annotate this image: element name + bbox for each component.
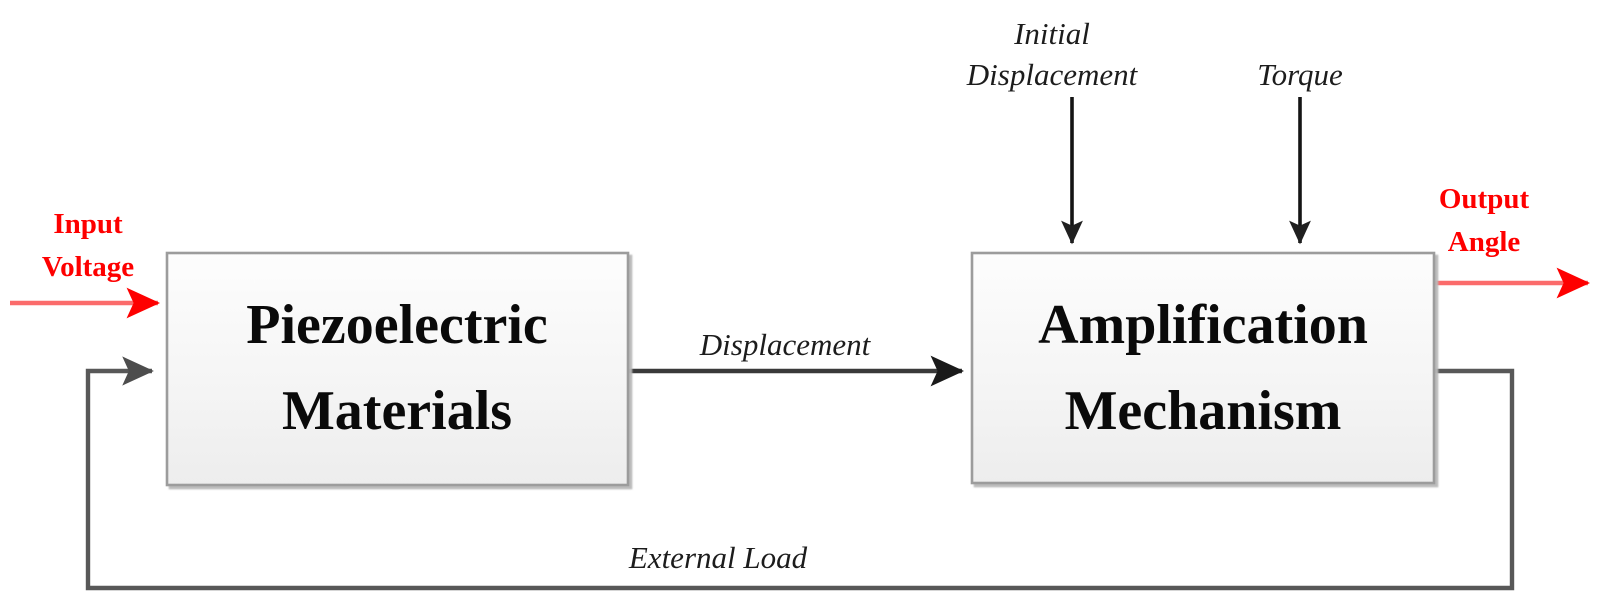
block-piezoelectric-materials[interactable]: Piezoelectric Materials [165, 251, 630, 487]
label-input-voltage-line2: Voltage [42, 251, 134, 283]
block-amplification-mechanism-rect[interactable] [970, 251, 1436, 485]
label-output-angle-line1: Output [1439, 183, 1530, 215]
label-torque: Torque [1257, 57, 1343, 92]
block-amplification-mechanism[interactable]: Amplification Mechanism [970, 251, 1436, 485]
feedback-path [85, 356, 1515, 591]
label-displacement: Displacement [699, 327, 872, 362]
label-input-voltage-line1: Input [53, 208, 123, 240]
block-amplification-mechanism-line1: Amplification [1038, 294, 1368, 356]
block-amplification-mechanism-line2: Mechanism [1065, 380, 1342, 442]
label-initial-displacement-line2: Displacement [966, 57, 1139, 92]
label-output-angle-line2: Angle [1448, 226, 1521, 258]
label-initial-displacement-line1: Initial [1013, 16, 1090, 51]
block-piezoelectric-materials-line2: Materials [282, 380, 512, 442]
block-piezoelectric-materials-rect[interactable] [165, 251, 630, 487]
label-external-load: External Load [628, 540, 808, 575]
feedback-loop-external-load [85, 356, 1515, 591]
block-piezoelectric-materials-line1: Piezoelectric [246, 294, 548, 356]
